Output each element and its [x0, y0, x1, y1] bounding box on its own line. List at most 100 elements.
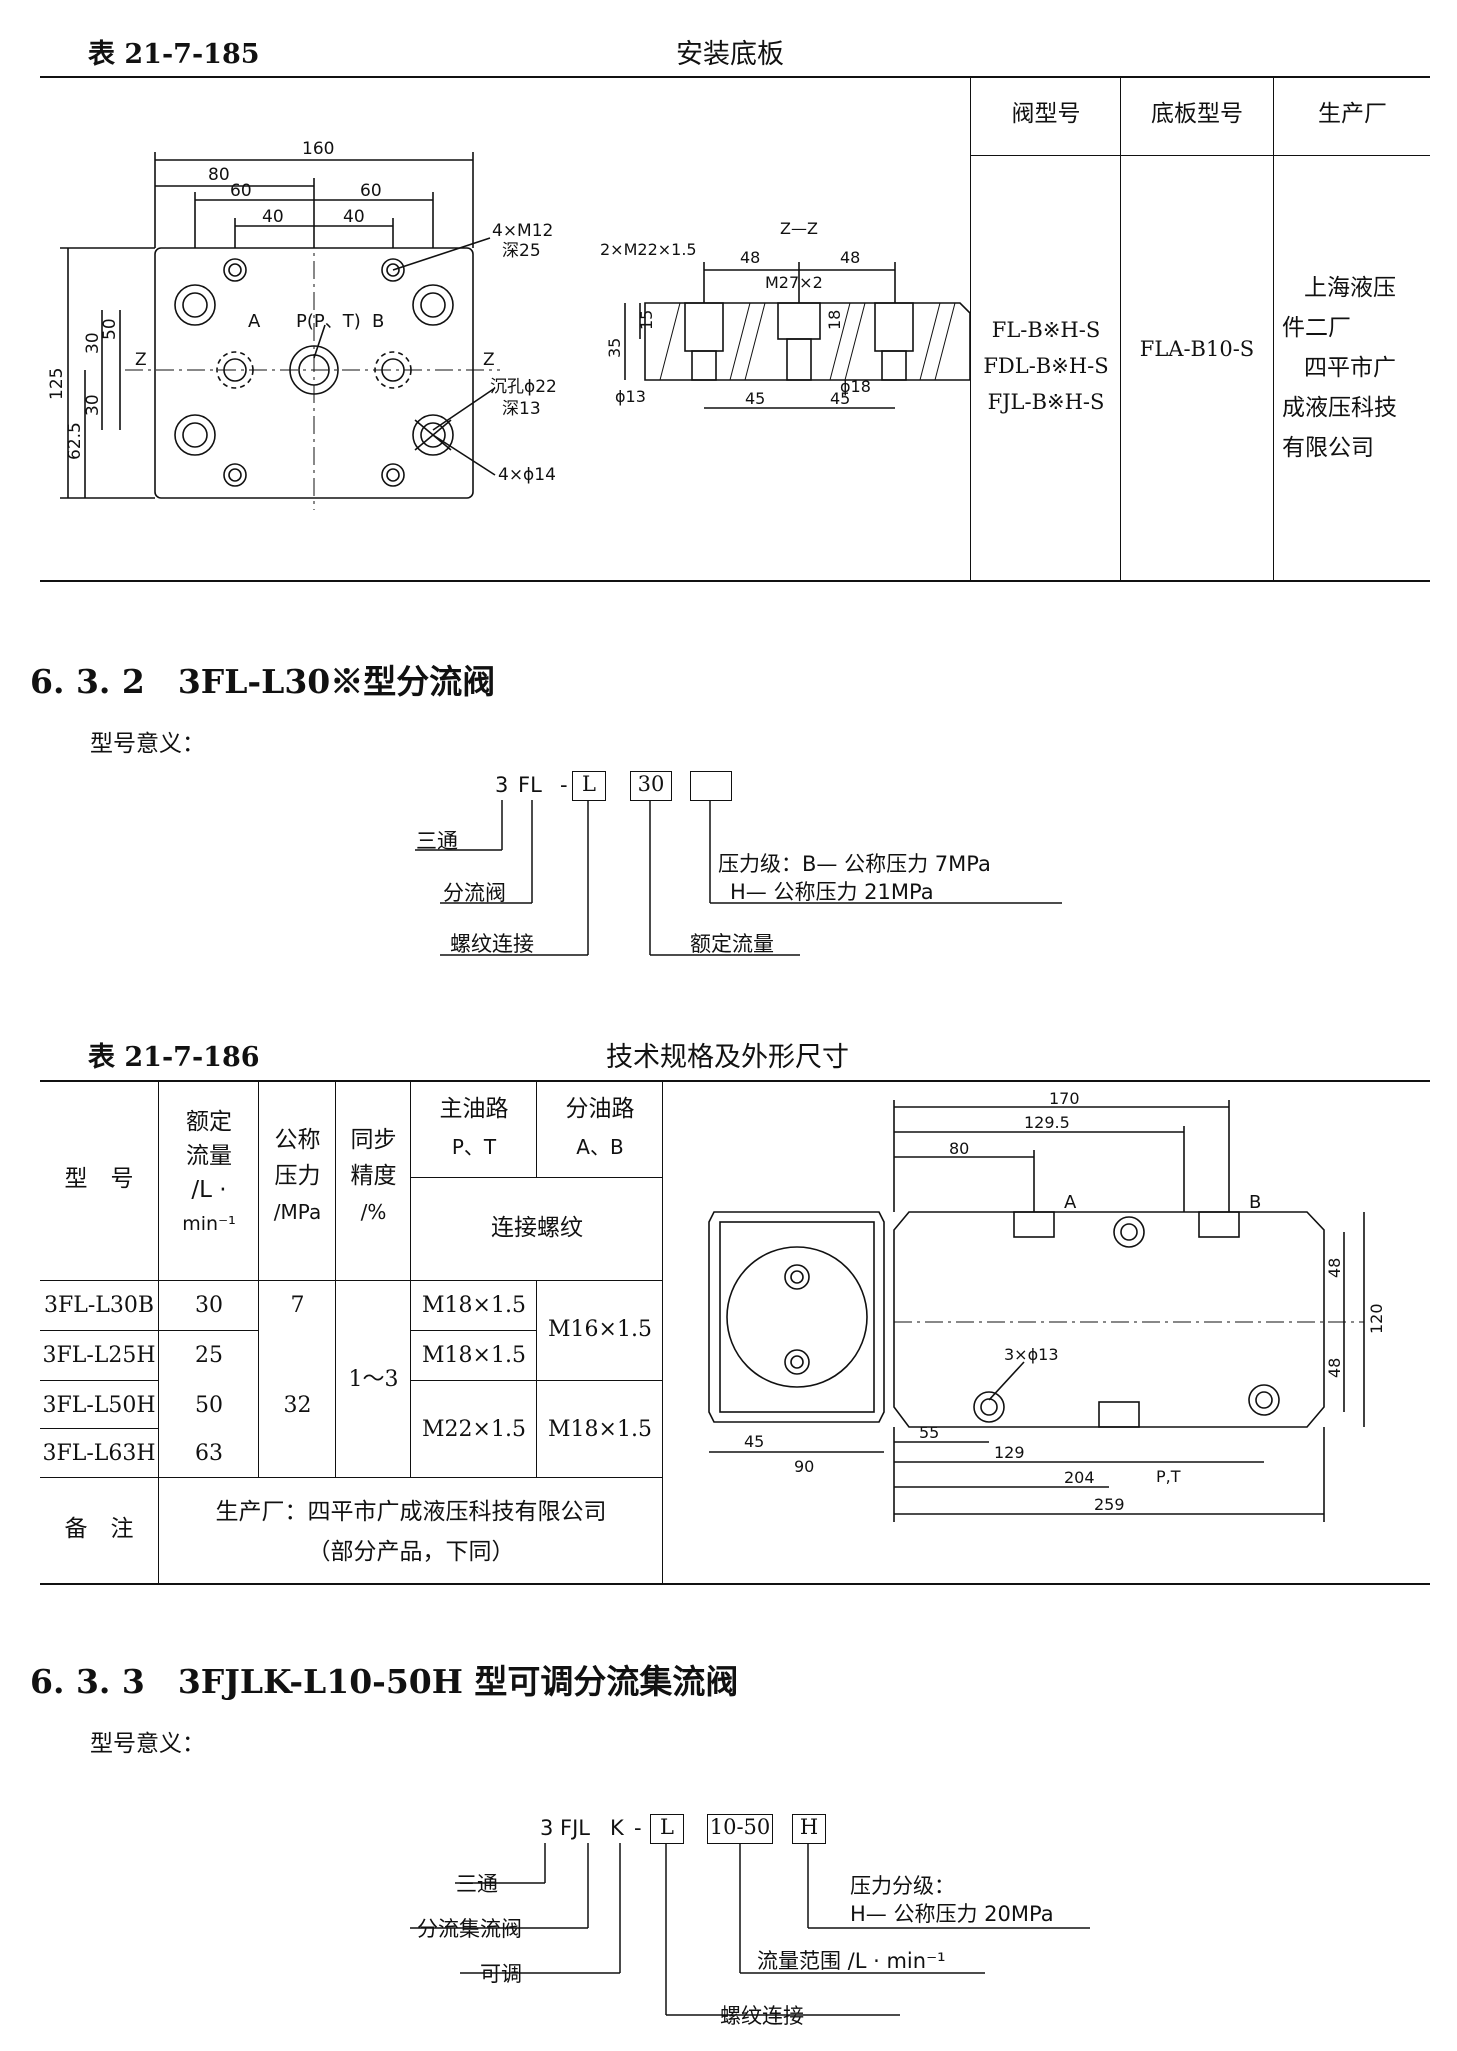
base-model: FLA-B10-S: [1139, 337, 1255, 361]
section-dim-48: 48: [740, 248, 760, 267]
section-633-title: 6. 3. 3 3FJLK-L10-50H 型可调分流集流阀: [30, 1662, 739, 1701]
label-divider-combiner: 分流集流阀: [417, 1917, 522, 1941]
port-a: A: [1064, 1192, 1077, 1213]
table-185-number: 表 21-7-185: [88, 39, 260, 70]
valve-model: FDL-B※H-S: [983, 354, 1109, 378]
section-dim-48: 48: [840, 248, 860, 267]
row-main-thread: M18×1.5: [422, 1293, 526, 1318]
manufacturer-text: 上海液压 件二厂 四平市广 成液压科技 有限公司: [1282, 275, 1397, 461]
dim-30: 30: [83, 332, 103, 354]
row-pressure: 7: [290, 1293, 305, 1318]
section-title: Z—Z: [780, 219, 818, 238]
row-model: 3FL-L30B: [43, 1293, 155, 1318]
table-185-title: 安装底板: [676, 39, 784, 70]
code-part-fjl: FJL: [560, 1816, 590, 1840]
row-flow: 50: [195, 1393, 223, 1418]
section-dim-45: 45: [830, 389, 850, 408]
label-pressure-h: H— 公称压力 20MPa: [850, 1902, 1054, 1926]
header-manufacturer: 生产厂: [1318, 101, 1387, 127]
row-model: 3FL-L50H: [42, 1393, 156, 1418]
dim-80: 80: [208, 165, 230, 185]
label-flow-range: 流量范围 /L · min⁻¹: [757, 1949, 946, 1973]
row-main-thread: M18×1.5: [422, 1343, 526, 1368]
label-threaded: 螺纹连接: [450, 932, 534, 956]
header-nominal-pressure: 公称压力 /MPa: [273, 1127, 322, 1224]
remark-text: 生产厂：四平市广成液压科技有限公司（部分产品，下同）: [215, 1499, 607, 1565]
dim-40: 40: [262, 207, 284, 227]
row-flow: 25: [195, 1343, 223, 1368]
port-a: A: [248, 311, 261, 332]
dim-259: 259: [1094, 1495, 1125, 1514]
row-pressure-merged: 32: [283, 1393, 312, 1418]
dim-62-5: 62.5: [65, 422, 85, 460]
dim-48: 48: [1325, 1258, 1344, 1278]
label-divider-valve: 分流阀: [443, 881, 506, 905]
code-part-fl: FL: [518, 773, 542, 797]
table-186-number: 表 21-7-186: [88, 1042, 260, 1073]
remark-label: 备 注: [64, 1516, 134, 1542]
model-code-633-leaders: [410, 1843, 1090, 2016]
port-b: B: [372, 311, 384, 332]
row-flow: 63: [195, 1441, 223, 1466]
table-185-top-rule: [40, 76, 1430, 78]
code-box-l: L: [572, 771, 606, 801]
dim-129-5: 129.5: [1024, 1113, 1070, 1132]
label-three-way: 三通: [416, 829, 458, 853]
table-186-top-rule: [40, 1080, 1430, 1082]
header-base-model: 底板型号: [1151, 101, 1243, 127]
note-phi14: 4×ϕ14: [498, 465, 556, 485]
divider-valve-drawing: 170 129.5 80 A B 48 120 48 3×ϕ13 45 90 5…: [708, 1089, 1386, 1522]
section-outline: [644, 302, 970, 381]
end-view-circle: [726, 1246, 868, 1388]
row-branch-thread: M18×1.5: [548, 1417, 652, 1442]
header-valve-model: 阀型号: [1011, 101, 1081, 127]
port-b: B: [1249, 1192, 1261, 1213]
section-632-model-meaning: 型号意义：: [90, 731, 205, 757]
label-pressure-b: 压力级：B— 公称压力 7MPa: [718, 852, 991, 876]
code-box-30: 30: [630, 771, 672, 801]
base-plate-drawing: 160 80 60 60 40 40 125 62.5 30 30 50 A P…: [47, 139, 970, 510]
port-pt: P(P、T): [296, 311, 361, 332]
label-rated-flow: 额定流量: [690, 932, 774, 956]
row-model: 3FL-L25H: [42, 1343, 156, 1368]
note-depth13: 深13: [502, 399, 541, 419]
code-part-k: K: [610, 1816, 624, 1840]
code-part-dash: -: [634, 1816, 642, 1840]
code-part-dash: -: [560, 773, 568, 797]
row-sync-merged: 1～3: [348, 1367, 399, 1392]
dim-55: 55: [919, 1423, 939, 1442]
table-185-header-rule: [970, 155, 1430, 156]
dim-50: 50: [100, 318, 120, 340]
label-adjustable: 可调: [480, 1962, 522, 1986]
code-box-h: H: [792, 1814, 826, 1844]
table-186-bottom-rule: [40, 1583, 1430, 1585]
table-185-divider: [1273, 77, 1274, 580]
dim-160: 160: [302, 139, 334, 159]
dim-holes: 3×ϕ13: [1004, 1345, 1059, 1364]
end-view-outline: [708, 1211, 885, 1423]
row-model: 3FL-L63H: [42, 1441, 156, 1466]
note-depth25: 深25: [502, 241, 541, 261]
section-mark-z: Z: [135, 350, 147, 370]
section-632-title: 6. 3. 2 3FL-L30※型分流阀: [30, 662, 496, 701]
table-186-title: 技术规格及外形尺寸: [606, 1042, 849, 1073]
section-thread-b: M27×2: [765, 273, 823, 292]
section-phi13: ϕ13: [615, 387, 646, 406]
table-185-divider: [970, 77, 971, 580]
dim-30: 30: [83, 394, 103, 416]
dim-40: 40: [343, 207, 365, 227]
code-box-l: L: [650, 1814, 684, 1844]
code-box-flow-range: 10-50: [707, 1814, 773, 1844]
dim-90: 90: [794, 1457, 814, 1476]
code-part-3: 3: [540, 1816, 554, 1840]
note-counterbore: 沉孔ϕ22: [490, 377, 557, 397]
dim-60: 60: [230, 181, 252, 201]
label-pressure-h: H— 公称压力 21MPa: [730, 880, 934, 904]
label-threaded: 螺纹连接: [720, 2004, 804, 2028]
model-code-632-leaders: [415, 800, 1062, 956]
port-pt: P,T: [1156, 1467, 1181, 1486]
dim-204: 204: [1064, 1468, 1095, 1487]
dim-170: 170: [1049, 1089, 1080, 1108]
